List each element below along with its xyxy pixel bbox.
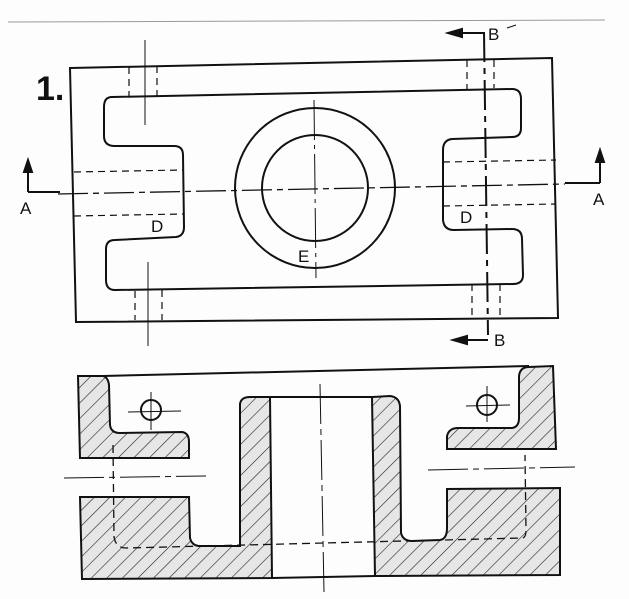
section-center-lines [63, 383, 576, 593]
section-b-cut-line [483, 31, 489, 336]
section-label-a-right: A [593, 190, 605, 209]
section-label-b-bottom: B [494, 331, 505, 350]
section-label-b-top: B [488, 25, 499, 44]
section-label-a-left: A [20, 199, 32, 218]
paper-edge [7, 19, 606, 23]
outer-outline [68, 56, 560, 324]
feature-label-d-left: D [151, 217, 163, 236]
drawing-number: 1. [36, 70, 64, 108]
section-hidden-lines [112, 444, 527, 549]
top-edge [102, 365, 530, 377]
hatched-right-upper [446, 364, 558, 450]
hatched-left-lower [78, 396, 274, 581]
bore-circle [261, 134, 369, 242]
feature-label-e: E [298, 247, 309, 266]
hidden-lines [73, 60, 557, 320]
section-arrows [22, 24, 606, 346]
section-view [63, 364, 576, 593]
feature-label-d-right: D [460, 208, 472, 227]
hatched-left-upper [76, 375, 190, 459]
inner-outline [103, 87, 525, 292]
center-lines [57, 40, 566, 346]
top-view [57, 31, 566, 346]
